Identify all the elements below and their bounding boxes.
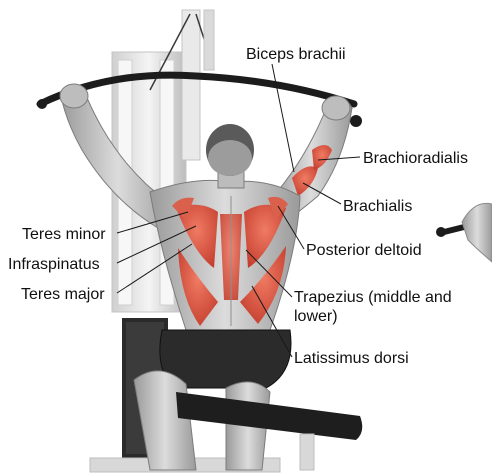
head (206, 124, 254, 188)
label-latissimus-dorsi: Latissimus dorsi (294, 349, 409, 368)
label-infraspinatus: Infraspinatus (8, 255, 100, 274)
label-trapezius: Trapezius (middle and lower) (294, 288, 484, 326)
label-brachioradialis: Brachioradialis (363, 149, 468, 168)
leader-biceps-brachii (272, 64, 294, 172)
label-posterior-deltoid: Posterior deltoid (306, 241, 422, 260)
partial-figure-right (436, 203, 492, 262)
label-teres-minor: Teres minor (22, 225, 106, 244)
label-biceps-brachii: Biceps brachii (246, 45, 346, 64)
label-brachialis: Brachialis (343, 197, 412, 216)
label-teres-major: Teres major (21, 285, 105, 304)
